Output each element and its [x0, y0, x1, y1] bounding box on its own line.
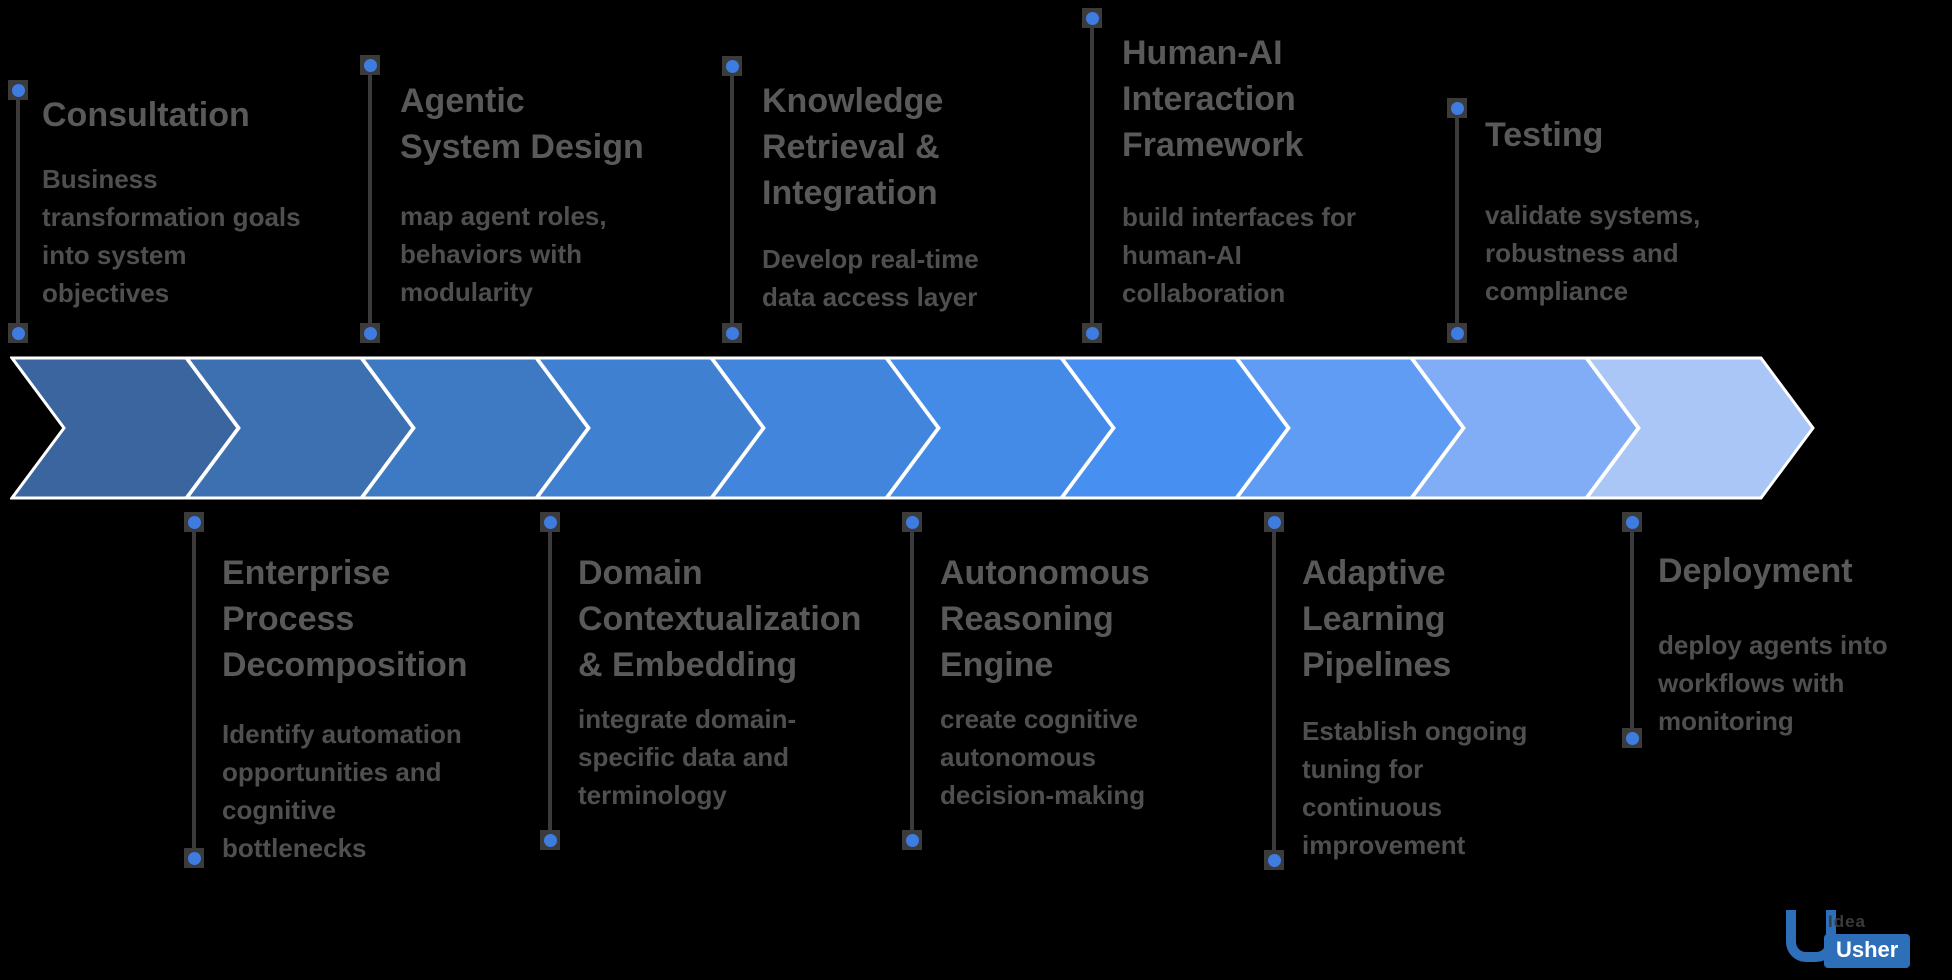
connector-step-1 [8, 80, 28, 343]
connector-step-10 [1622, 512, 1642, 748]
timeline-dot [1264, 850, 1284, 870]
timeline-dot [1264, 512, 1284, 532]
timeline-dot [1082, 323, 1102, 343]
step-9-description: validate systems, robustness and complia… [1485, 200, 1701, 306]
timeline-dot [1622, 728, 1642, 748]
step-1-title: Consultation [42, 96, 250, 134]
timeline-dot [8, 323, 28, 343]
timeline-dot [1447, 98, 1467, 118]
timeline-dot [902, 830, 922, 850]
step-6-description: create cognitive autonomous decision-mak… [940, 704, 1146, 810]
timeline-dot [902, 512, 922, 532]
timeline-dot [8, 80, 28, 100]
connector-step-2 [184, 512, 204, 868]
step-5-description: Develop real-time data access layer [762, 244, 979, 312]
timeline-dot [540, 512, 560, 532]
step-7-description: build interfaces for human-AI collaborat… [1122, 202, 1357, 308]
step-10-title: Deployment [1658, 552, 1853, 590]
step-5-title: Knowledge Retrieval & Integration [762, 82, 944, 212]
step-10-text: Deployment deploy agents into workflows … [1658, 548, 1952, 736]
step-8-text: Adaptive Learning Pipelines Establish on… [1302, 550, 1612, 860]
timeline-dot [722, 323, 742, 343]
logo-idea-text: Idea [1828, 912, 1867, 931]
timeline-dot [722, 56, 742, 76]
connector-step-9 [1447, 98, 1467, 343]
step-6-text: Autonomous Reasoning Engine create cogni… [940, 550, 1250, 810]
step-10-description: deploy agents into workflows with monito… [1658, 630, 1888, 736]
step-8-title: Adaptive Learning Pipelines [1302, 554, 1452, 684]
chevron-step-10 [1585, 356, 1815, 500]
step-1-description: Business transformation goals into syste… [42, 164, 301, 308]
timeline-dot [184, 848, 204, 868]
timeline-dot [1447, 323, 1467, 343]
step-9-text: Testing validate systems, robustness and… [1485, 112, 1795, 306]
timeline-dot [1082, 8, 1102, 28]
step-3-description: map agent roles, behaviors with modulari… [400, 201, 607, 307]
step-2-title: Enterprise Process Decomposition [222, 554, 468, 684]
step-7-text: Human-AI Interaction Framework build int… [1122, 30, 1432, 308]
step-5-text: Knowledge Retrieval & Integration Develo… [762, 78, 1072, 312]
step-9-title: Testing [1485, 116, 1604, 154]
step-6-title: Autonomous Reasoning Engine [940, 554, 1150, 684]
connector-step-7 [1082, 8, 1102, 343]
connector-step-6 [902, 512, 922, 850]
connector-step-4 [540, 512, 560, 850]
step-4-description: integrate domain- specific data and term… [578, 704, 797, 810]
timeline-dot [540, 830, 560, 850]
step-3-title: Agentic System Design [400, 82, 644, 166]
connector-step-3 [360, 55, 380, 343]
step-4-title: Domain Contextualization & Embedding [578, 554, 862, 684]
step-8-description: Establish ongoing tuning for continuous … [1302, 716, 1528, 860]
timeline-dot [1622, 512, 1642, 532]
connector-step-5 [722, 56, 742, 343]
timeline-dot [360, 323, 380, 343]
step-4-text: Domain Contextualization & Embedding int… [578, 550, 888, 810]
idea-usher-logo: Idea Usher [1784, 904, 1944, 976]
step-3-text: Agentic System Design map agent roles, b… [400, 78, 710, 307]
step-7-title: Human-AI Interaction Framework [1122, 34, 1304, 164]
timeline-dot [184, 512, 204, 532]
step-2-description: Identify automation opportunities and co… [222, 719, 462, 863]
connector-step-8 [1264, 512, 1284, 870]
timeline-dot [360, 55, 380, 75]
step-2-text: Enterprise Process Decomposition Identif… [222, 550, 532, 863]
step-1-text: Consultation Business transformation goa… [42, 92, 352, 308]
logo-usher-text: Usher [1824, 934, 1911, 968]
